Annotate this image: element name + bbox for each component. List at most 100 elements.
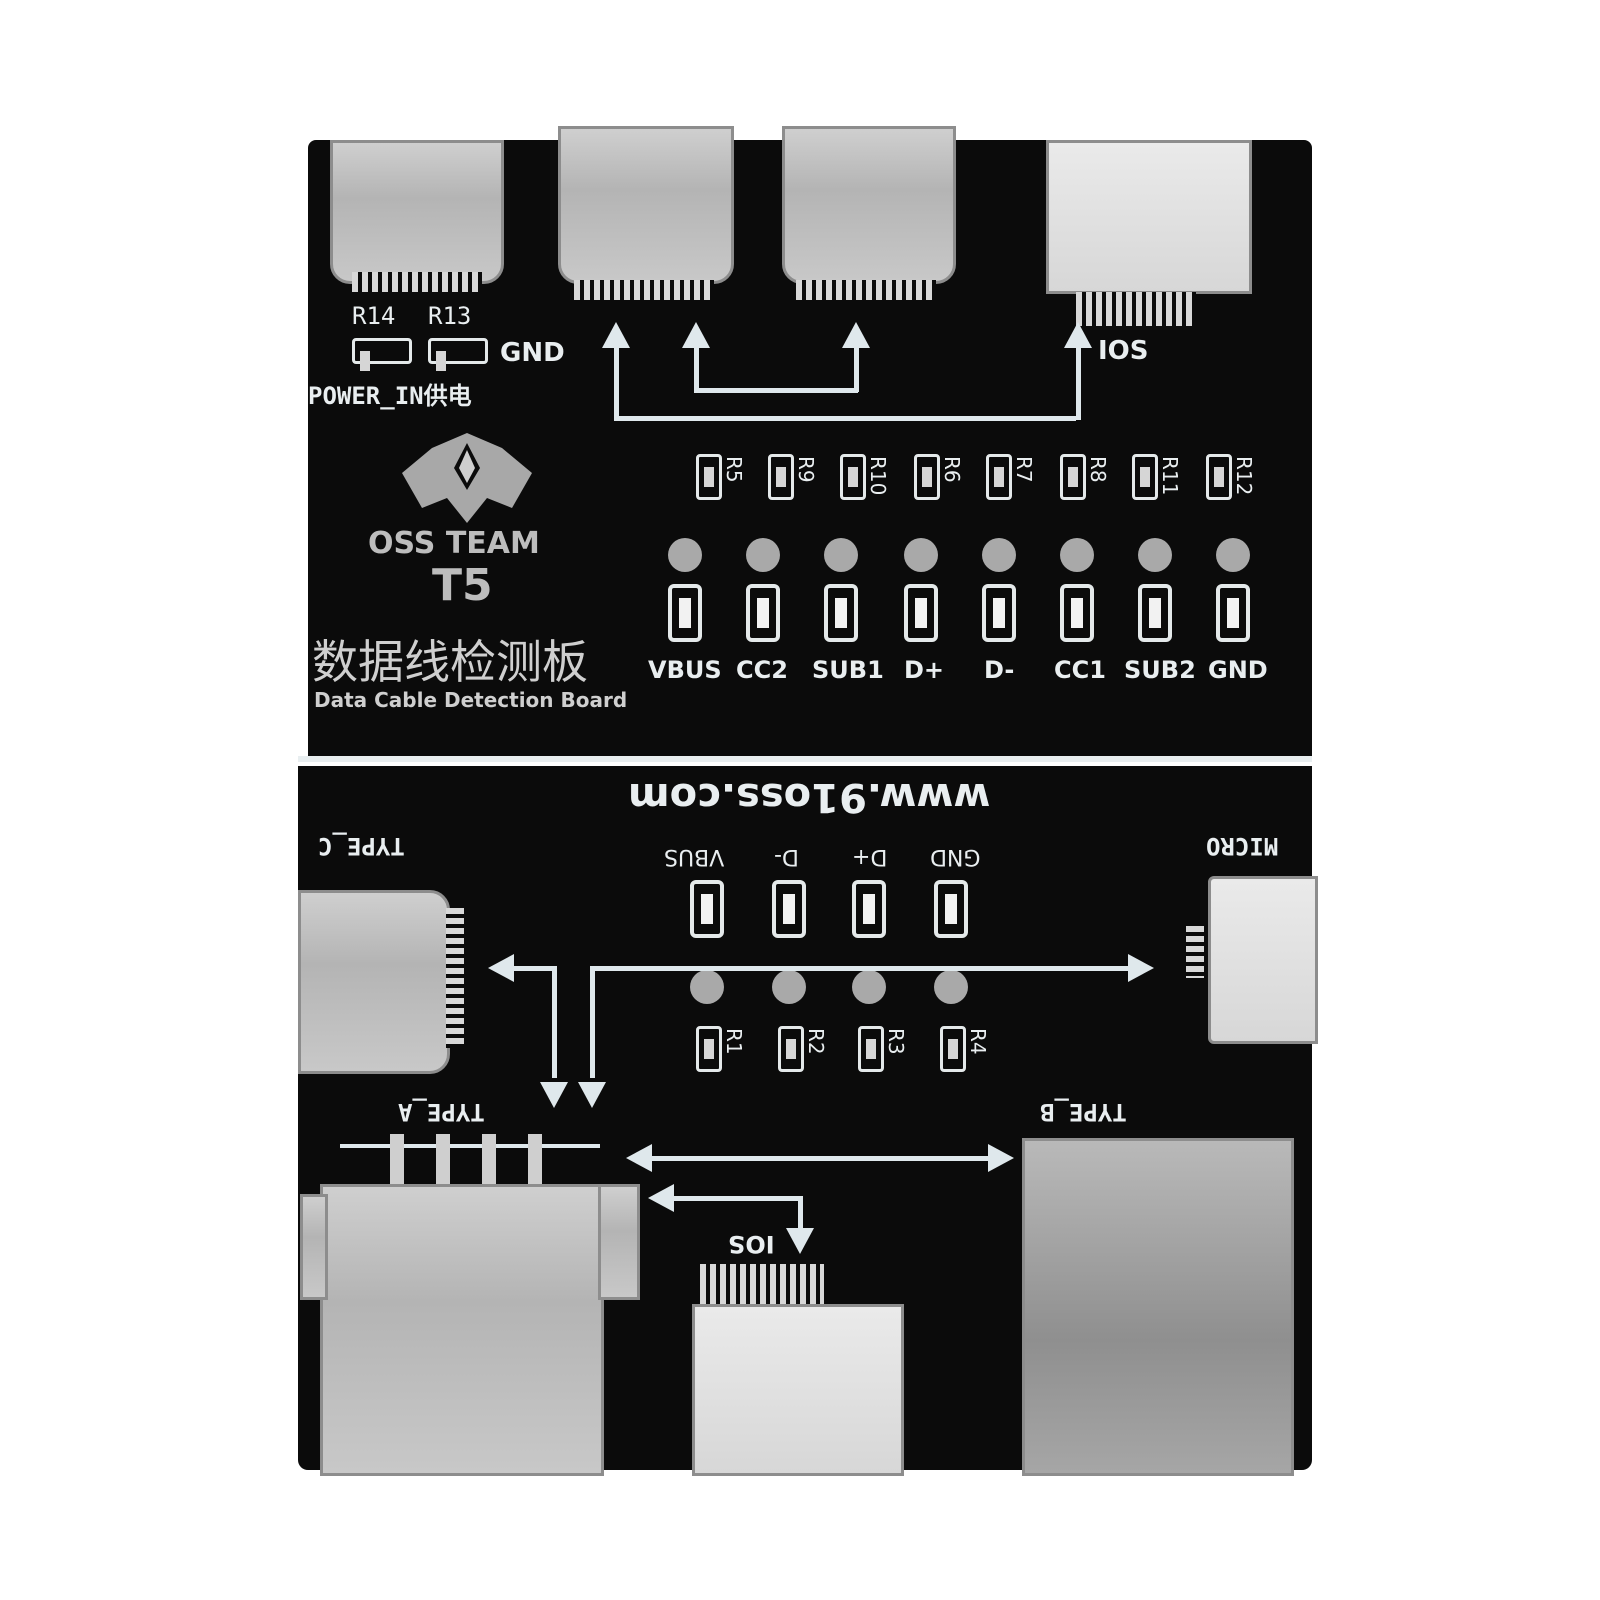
ios-top-label: IOS bbox=[1098, 336, 1149, 366]
trace-line bbox=[854, 346, 859, 392]
r3-label: R3 bbox=[884, 1028, 908, 1055]
r12-label: R12 bbox=[1232, 456, 1256, 496]
test-pad bbox=[1060, 538, 1094, 572]
resistor-r11 bbox=[1132, 454, 1158, 500]
bottom-label-gnd: GND bbox=[930, 844, 981, 869]
arrow-left-icon bbox=[648, 1184, 674, 1212]
arrow-right-icon bbox=[1128, 954, 1154, 982]
led-d-minus bbox=[982, 584, 1016, 642]
trace-line bbox=[590, 966, 1130, 971]
usb-c-input-port-2[interactable] bbox=[782, 126, 956, 284]
r6-label: R6 bbox=[940, 456, 964, 483]
r14-label: R14 bbox=[352, 302, 396, 330]
usb-a-side-tab bbox=[300, 1194, 328, 1300]
test-pad bbox=[904, 538, 938, 572]
bottom-label-d-minus: D- bbox=[774, 844, 799, 869]
label-cc2: CC2 bbox=[736, 656, 788, 684]
r8-label: R8 bbox=[1086, 456, 1110, 483]
oss-team-logo-icon bbox=[402, 433, 532, 523]
label-gnd: GND bbox=[1208, 656, 1268, 684]
trace-line bbox=[552, 966, 557, 1078]
board-divider bbox=[298, 756, 1312, 762]
resistor-r2 bbox=[778, 1026, 804, 1072]
usb-c-output-port[interactable] bbox=[298, 890, 450, 1074]
arrow-down-icon bbox=[578, 1082, 606, 1108]
trace-line bbox=[694, 388, 858, 393]
test-pad bbox=[934, 970, 968, 1004]
arrow-up-icon bbox=[682, 322, 710, 348]
model-label: T5 bbox=[432, 560, 493, 611]
r5-label: R5 bbox=[722, 456, 746, 483]
website-label: www.91oss.com bbox=[628, 774, 991, 820]
label-sub2: SUB2 bbox=[1124, 656, 1196, 684]
type-a-label: TYPE_A bbox=[398, 1098, 485, 1126]
test-pad bbox=[746, 538, 780, 572]
r7-label: R7 bbox=[1012, 456, 1036, 483]
led-sub2 bbox=[1138, 584, 1172, 642]
label-d-plus: D+ bbox=[904, 656, 945, 684]
trace-line bbox=[672, 1196, 802, 1201]
r13-label: R13 bbox=[428, 302, 472, 330]
led-cc1 bbox=[1060, 584, 1094, 642]
title-cn: 数据线检测板 bbox=[312, 635, 588, 689]
usb-a-port[interactable] bbox=[320, 1184, 604, 1476]
type-c-pins bbox=[446, 908, 464, 1048]
usb-c-power-in-port[interactable] bbox=[330, 140, 504, 284]
led-sub1 bbox=[824, 584, 858, 642]
label-cc1: CC1 bbox=[1054, 656, 1106, 684]
usb-a-side-tab bbox=[598, 1184, 640, 1300]
power-in-label: POWER_IN供电 bbox=[308, 382, 472, 410]
usb-b-port[interactable] bbox=[1022, 1138, 1294, 1476]
led-cc2 bbox=[746, 584, 780, 642]
port-2-pins bbox=[796, 280, 936, 300]
resistor-r6 bbox=[914, 454, 940, 500]
micro-usb-port[interactable] bbox=[1208, 876, 1318, 1044]
test-pad bbox=[1138, 538, 1172, 572]
resistor-r4 bbox=[940, 1026, 966, 1072]
r9-label: R9 bbox=[794, 456, 818, 483]
type-a-pins bbox=[390, 1134, 550, 1184]
bottom-led-gnd bbox=[934, 880, 968, 938]
bottom-label-d-plus: D+ bbox=[852, 844, 888, 869]
bottom-led-d-minus bbox=[772, 880, 806, 938]
resistor-r14 bbox=[352, 338, 412, 371]
arrow-up-icon bbox=[602, 322, 630, 348]
bottom-label-vbus: VBUS bbox=[664, 844, 725, 869]
power-port-pins bbox=[352, 272, 482, 292]
label-d-minus: D- bbox=[984, 656, 1015, 684]
arrow-up-icon bbox=[842, 322, 870, 348]
resistor-r8 bbox=[1060, 454, 1086, 500]
resistor-r13 bbox=[428, 338, 488, 371]
r10-label: R10 bbox=[866, 456, 890, 496]
title-en: Data Cable Detection Board bbox=[314, 688, 628, 712]
test-pad bbox=[982, 538, 1016, 572]
brand-label: OSS TEAM bbox=[368, 526, 540, 561]
lightning-output-port[interactable] bbox=[692, 1304, 904, 1476]
test-pad bbox=[690, 970, 724, 1004]
led-gnd bbox=[1216, 584, 1250, 642]
led-d-plus bbox=[904, 584, 938, 642]
micro-pins bbox=[1186, 926, 1204, 978]
trace-line bbox=[512, 966, 556, 971]
arrow-left-icon bbox=[626, 1144, 652, 1172]
r1-label: R1 bbox=[722, 1028, 746, 1055]
lightning-input-port[interactable] bbox=[1046, 140, 1252, 294]
bottom-led-vbus bbox=[690, 880, 724, 938]
trace-line bbox=[694, 346, 699, 392]
arrow-down-icon bbox=[540, 1082, 568, 1108]
test-pad bbox=[852, 970, 886, 1004]
type-b-label: TYPE_B bbox=[1040, 1098, 1127, 1126]
test-pad bbox=[772, 970, 806, 1004]
lightning-bottom-pins bbox=[700, 1264, 824, 1304]
resistor-r10 bbox=[840, 454, 866, 500]
arrow-down-icon bbox=[786, 1228, 814, 1254]
arrow-right-icon bbox=[988, 1144, 1014, 1172]
r2-label: R2 bbox=[804, 1028, 828, 1055]
arrow-left-icon bbox=[488, 954, 514, 982]
trace-line bbox=[590, 966, 595, 1078]
trace-line bbox=[614, 416, 1076, 421]
resistor-r5 bbox=[696, 454, 722, 500]
resistor-r1 bbox=[696, 1026, 722, 1072]
usb-c-input-port-1[interactable] bbox=[558, 126, 734, 284]
resistor-r12 bbox=[1206, 454, 1232, 500]
